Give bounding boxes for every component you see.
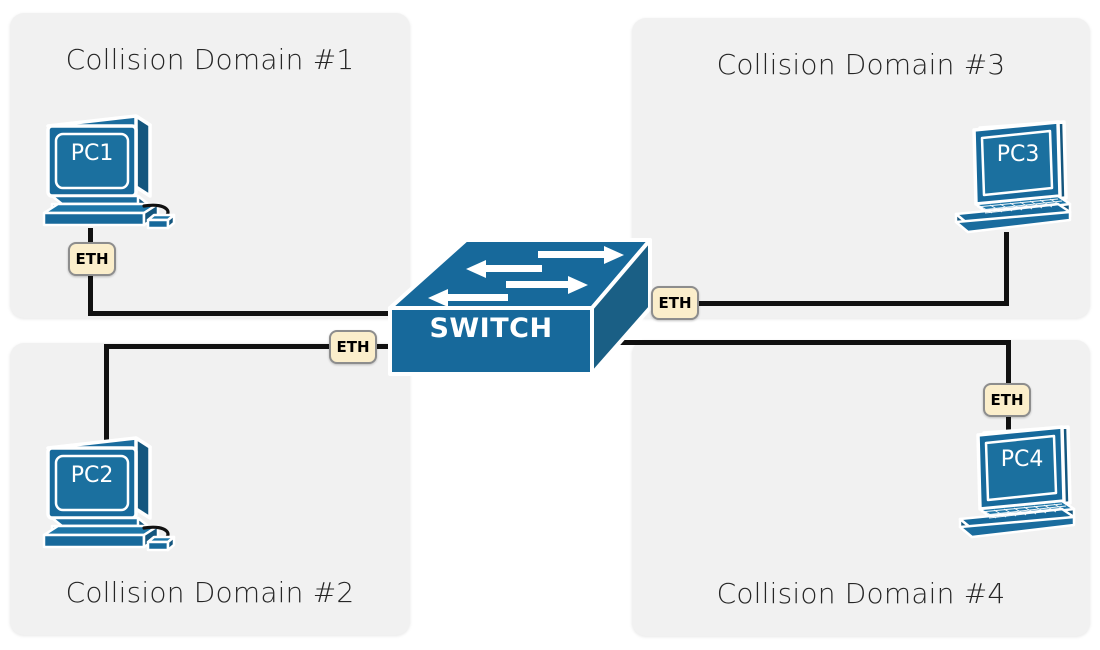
domain-label-1: Collision Domain #1	[65, 43, 355, 76]
switch-arrows	[428, 246, 624, 307]
eth-tag-3[interactable]: ETH	[651, 286, 699, 320]
domain-label-2: Collision Domain #2	[65, 576, 355, 609]
cable-pc2-to-switch	[374, 344, 398, 349]
switch-icon	[388, 238, 652, 376]
domain-label-4: Collision Domain #4	[716, 577, 1006, 610]
cable-pc3-up	[1004, 232, 1009, 304]
cable-pc2-run	[104, 344, 332, 349]
device-pc2[interactable]: PC2	[32, 430, 182, 555]
switch-device[interactable]: SWITCH	[386, 236, 654, 378]
device-pc3[interactable]: PC3	[946, 118, 1072, 236]
keyboard-grid-icon	[976, 198, 1067, 214]
domain-label-3: Collision Domain #3	[716, 48, 1006, 81]
cable-pc4-stub	[1006, 416, 1011, 438]
mouse-icon	[146, 213, 176, 230]
laptop-icon	[958, 425, 1076, 539]
laptop-icon	[954, 120, 1072, 234]
eth-tag-2[interactable]: ETH	[329, 330, 377, 364]
keyboard-grid-icon	[980, 503, 1071, 519]
device-pc1[interactable]: PC1	[32, 108, 182, 233]
eth-tag-1[interactable]: ETH	[68, 242, 116, 276]
cable-pc2-up	[104, 344, 109, 452]
desktop-computer-icon	[42, 114, 176, 230]
cable-pc4-run	[608, 340, 1011, 345]
cable-pc4-down	[1006, 340, 1011, 385]
desktop-computer-icon	[42, 436, 176, 552]
eth-tag-4[interactable]: ETH	[983, 383, 1031, 417]
device-pc4[interactable]: PC4	[950, 423, 1076, 541]
cable-pc1-down	[88, 274, 93, 316]
cable-pc1-stub	[88, 228, 93, 246]
mouse-icon	[146, 535, 176, 552]
cable-pc3-run	[696, 301, 1009, 306]
cable-pc1-run	[88, 311, 394, 316]
